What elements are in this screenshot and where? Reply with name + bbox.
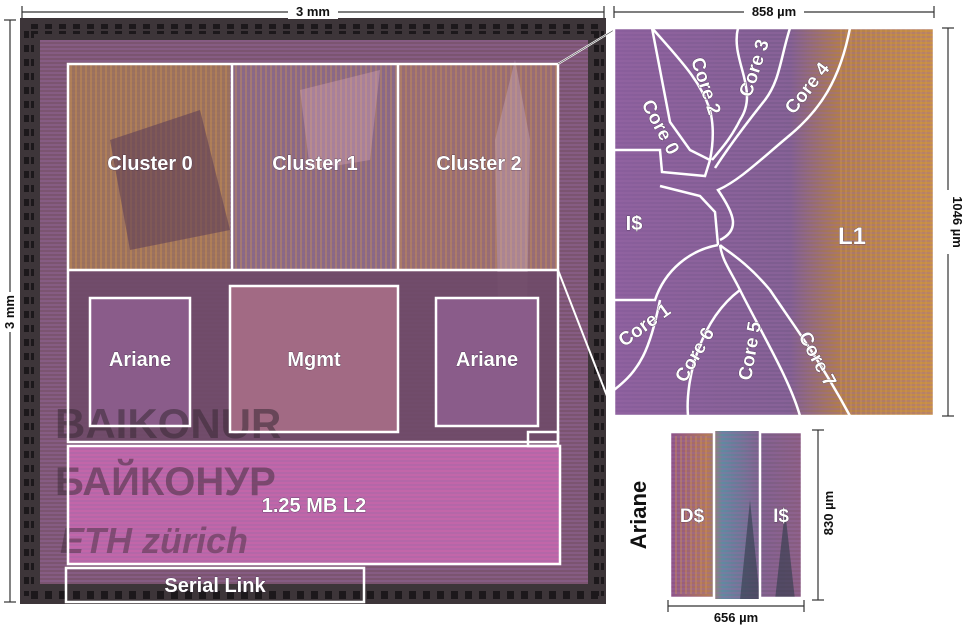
cluster0-label: Cluster 0 [107,153,193,175]
ariane-height-label-bg [820,485,838,541]
cluster1-label: Cluster 1 [272,153,358,175]
core6-boundary [686,244,742,417]
core0-core2-boundary [651,27,714,161]
core7-l1-boundary [719,244,852,417]
ariane-icache-label: I$ [773,506,789,527]
l2-box [66,444,562,566]
cluster-width-dimension: 858 µm [613,3,935,19]
icache-label: I$ [626,213,643,235]
logo-text-cyrillic: БАЙКОНУР [55,458,276,504]
ariane-height-dimension: 830 µm [812,429,838,601]
zoom-line-bottom [557,269,615,415]
ariane-width-label: 656 µm [714,610,758,625]
core3-core4-boundary [713,27,792,169]
serial-link-box [64,566,366,604]
pad-ring-bottom [28,590,598,600]
logo-figure-shape [300,70,380,170]
core1-top-boundary [614,243,719,302]
ariane-detail-title: Ariane [626,481,651,549]
cluster2-texture [399,64,559,270]
l1-label: L1 [838,223,866,250]
ariane-width-dimension: 656 µm [667,600,805,625]
die-photo: BAIKONUR БАЙКОНУР ETH zürich Cluster 0 C… [20,18,606,604]
pad-ring-left [24,30,34,596]
logo-text-latin: BAIKONUR [55,400,281,447]
die-height-label-bg [2,292,18,332]
serial-link-label: Serial Link [164,575,266,597]
dcache-label: D$ [680,506,705,527]
die-width-label: 3 mm [296,4,330,19]
pad-ring-right [594,30,604,596]
ariane-rocket-right [775,510,795,600]
mgmt-label: Mgmt [287,349,341,371]
core5-core7-boundary [738,289,802,417]
cluster2-label: Cluster 2 [436,153,522,175]
ariane-detail: D$ I$ [667,429,805,601]
l1-texture [840,28,934,416]
logo-text-eth: ETH zürich [60,520,248,561]
cluster-height-dimension: 1046 µm [940,27,964,417]
cluster-height-label: 1046 µm [950,196,964,248]
dcache-box [668,430,716,600]
ariane-right-fill [436,298,538,426]
cluster1-texture [233,64,397,270]
logo-bird-shape [110,110,230,250]
cluster-height-label-bg [940,190,958,254]
ariane-right-label: Ariane [456,349,518,371]
compute-region-box [66,62,560,444]
ariane-right-box [434,296,540,428]
ariane-detail-frame [667,429,805,601]
cluster-width-label: 858 µm [752,4,796,19]
ariane-height-label: 830 µm [821,491,836,535]
mgmt-box [228,284,400,434]
die-height-label: 3 mm [2,295,17,329]
ariane-left-box [88,296,192,428]
die-width-label-bg [288,3,338,19]
core2-core3-boundary [711,27,749,161]
pad-ring-top [28,24,598,34]
die-width-dimension: 3 mm [21,3,605,19]
ariane-left-fill [90,298,190,426]
core1-bottom-boundary [613,299,662,391]
core0-boundary [614,27,712,178]
ariane-rocket-left [740,500,760,600]
cluster-width-label-bg [744,3,804,19]
icache-boundary [659,184,720,246]
mgmt-fill [230,286,398,432]
ariane-icache-box [758,430,804,600]
zoom-line-top-shadow [557,29,615,65]
region-boundaries [613,27,852,417]
l2-texture [68,446,560,564]
die-height-dimension: 3 mm [2,19,18,603]
ariane-left-label: Ariane [109,349,171,371]
cluster-detail: Core 0 Core 2 Core 3 Core 4 I$ L1 Core 1… [612,26,936,418]
cluster-detail-frame [612,26,936,418]
l2-notch-box [526,430,560,448]
dcache-texture [674,436,710,594]
core4-l1-boundary [716,27,852,242]
l2-label: 1.25 MB L2 [262,495,366,517]
